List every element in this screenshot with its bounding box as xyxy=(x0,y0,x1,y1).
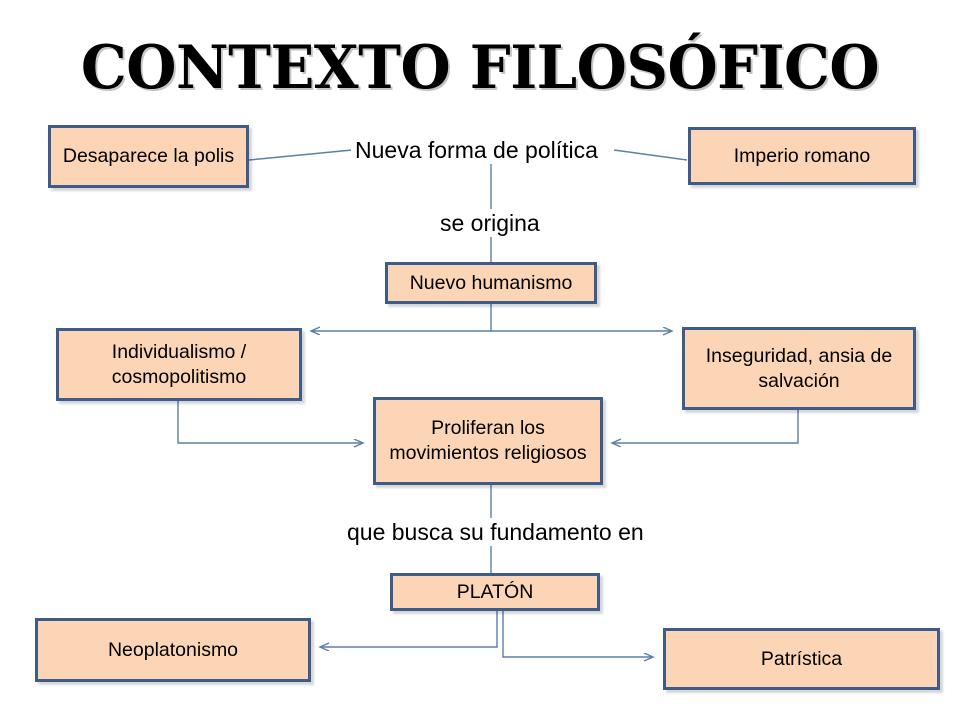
node-label: Individualismo / cosmopolitismo xyxy=(111,340,247,388)
edge-label-fundamento: que busca su fundamento en xyxy=(343,518,648,546)
node-desaparece-polis[interactable]: Desaparece la polis xyxy=(48,125,249,188)
node-imperio-romano[interactable]: Imperio romano xyxy=(688,127,916,185)
node-individualismo[interactable]: Individualismo / cosmopolitismo xyxy=(56,328,302,401)
node-label: Imperio romano xyxy=(733,144,871,167)
node-label: PLATÓN xyxy=(456,580,534,603)
node-proliferan[interactable]: Proliferan los movimientos religiosos xyxy=(373,397,603,485)
edge-label-nueva-forma: Nueva forma de política xyxy=(351,136,602,164)
node-neoplatonismo[interactable]: Neoplatonismo xyxy=(35,618,311,682)
node-label: Inseguridad, ansia de salvación xyxy=(705,344,893,392)
edge-label-se-origina: se origina xyxy=(436,209,544,237)
node-label: Nuevo humanismo xyxy=(409,271,573,294)
node-label: Proliferan los movimientos religiosos xyxy=(389,417,587,464)
node-label: Desaparece la polis xyxy=(62,145,235,167)
node-label: Patrística xyxy=(760,647,843,670)
page-title: CONTEXTO FILOSÓFICO xyxy=(80,33,880,103)
node-label: Neoplatonismo xyxy=(107,638,239,661)
node-patristica[interactable]: Patrística xyxy=(663,628,940,690)
node-nuevo-humanismo[interactable]: Nuevo humanismo xyxy=(385,262,597,304)
node-inseguridad[interactable]: Inseguridad, ansia de salvación xyxy=(682,327,916,410)
node-platon[interactable]: PLATÓN xyxy=(390,573,600,611)
